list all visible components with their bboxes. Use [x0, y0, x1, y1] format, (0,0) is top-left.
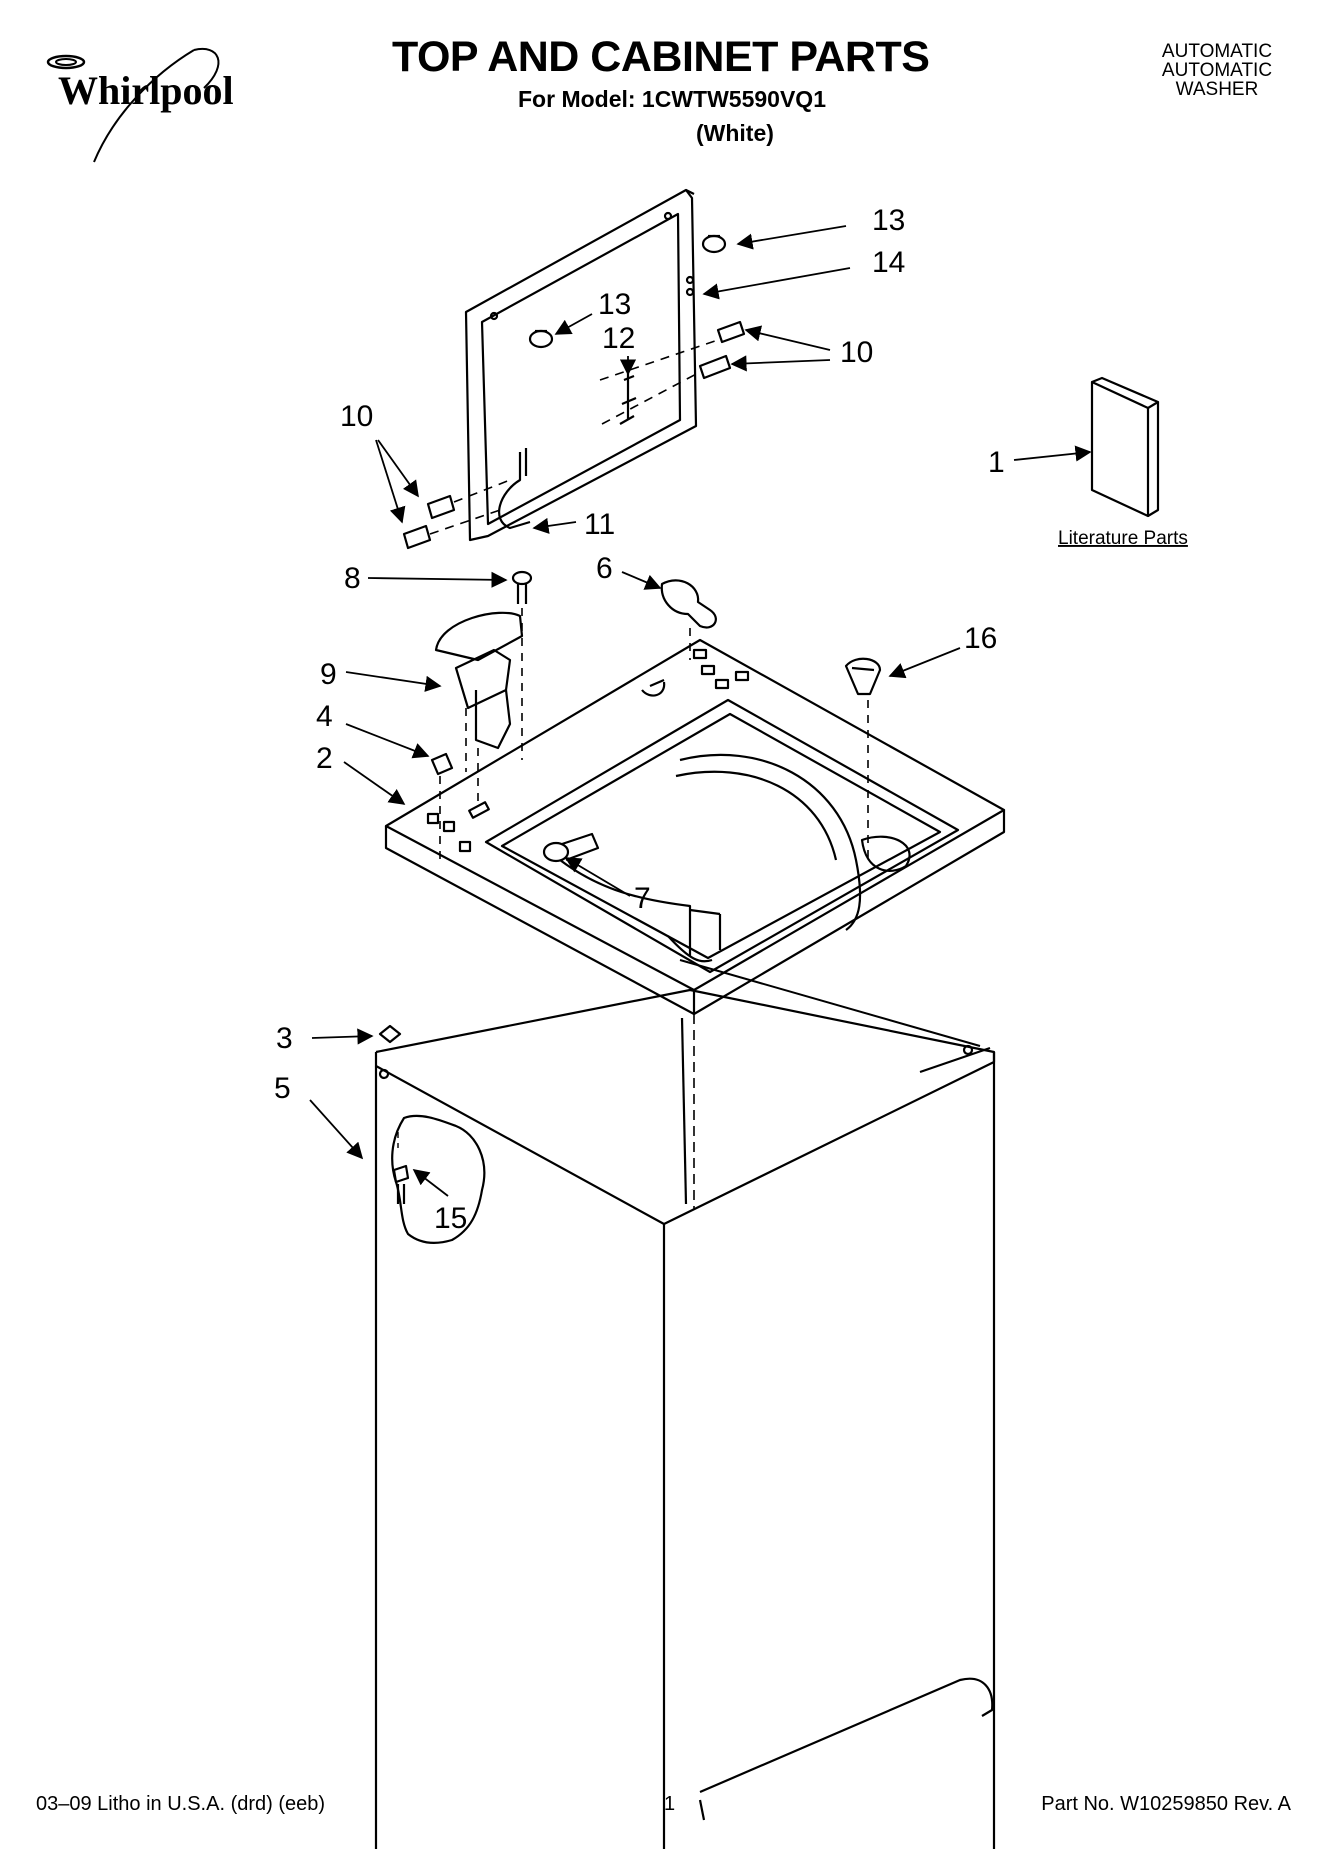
logo-wordmark: Whirlpool: [58, 68, 234, 113]
footer-part-number: Part No. W10259850 Rev. A: [1041, 1793, 1291, 1815]
appliance-type-line: WASHER: [1175, 79, 1259, 100]
footer-print-info: 03–09 Litho in U.S.A. (drd) (eeb): [36, 1793, 326, 1815]
hinge-pin-part: [619, 372, 637, 425]
bleach-cap-part: [844, 657, 882, 860]
screw-part: [599, 320, 746, 425]
callout-labels: 13 14 13 12 10 10 11 8 6 16 9 4 2 7 3 5 …: [274, 204, 1005, 1235]
hinge-bracket-part: [660, 579, 717, 660]
callout-label: 6: [596, 552, 613, 585]
literature-callout: 1: [988, 446, 1005, 479]
appliance-type: AUTOMATIC AUTOMATIC WASHER: [1147, 42, 1287, 99]
color-line: (White): [696, 120, 774, 146]
clip-part: [430, 752, 454, 860]
literature-label: Literature Parts: [1058, 528, 1188, 549]
callout-label: 11: [584, 508, 615, 541]
appliance-type-line: AUTOMATIC: [1161, 41, 1273, 62]
page-title: TOP AND CABINET PARTS: [392, 33, 930, 81]
callout-label: 16: [964, 622, 997, 655]
lid-frame-part: [464, 188, 698, 542]
model-line: For Model: 1CWTW5590VQ1: [518, 86, 826, 112]
cabinet-clip-part: [378, 1024, 402, 1044]
footer-page-number: 1: [664, 1793, 676, 1815]
callout-label: 10: [840, 336, 873, 369]
callout-label: 9: [320, 658, 337, 691]
screw-part: [402, 479, 511, 550]
callout-label: 12: [602, 322, 635, 355]
cabinet-cutaway: [391, 1114, 486, 1244]
top-panel-part: [384, 638, 1006, 1016]
callout-label: 13: [872, 204, 905, 237]
appliance-type-line: AUTOMATIC: [1161, 60, 1273, 81]
callout-label: 3: [276, 1022, 293, 1055]
callout-label: 4: [316, 700, 333, 733]
lid-bumper-part: [528, 234, 727, 349]
callout-label: 14: [872, 246, 905, 279]
cabinet-part: [374, 959, 996, 1849]
whirlpool-logo: Whirlpool: [46, 47, 234, 163]
switch-screw-part: [511, 570, 533, 760]
lid-switch-part: [434, 611, 524, 806]
callout-label: 5: [274, 1072, 291, 1105]
callout-label: 8: [344, 562, 361, 595]
callout-label: 15: [434, 1202, 467, 1235]
leader-lines: [309, 225, 1092, 1197]
callout-label: 10: [340, 400, 373, 433]
hinge-wire-part: [498, 448, 531, 530]
callout-label: 2: [316, 742, 333, 775]
callout-label: 13: [598, 288, 631, 321]
literature-pack: [1090, 376, 1160, 518]
callout-label: 7: [634, 882, 651, 915]
